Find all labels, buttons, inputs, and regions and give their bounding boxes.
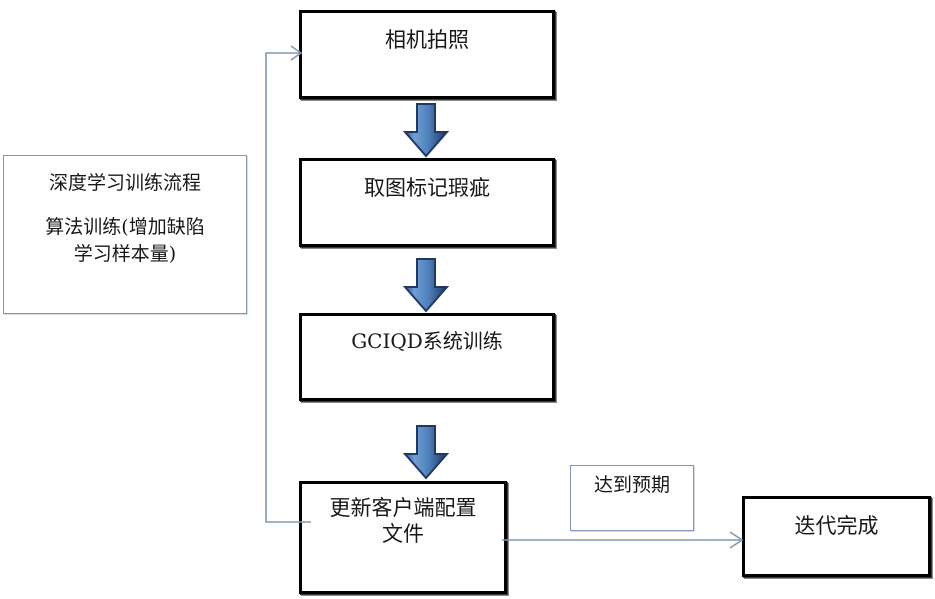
node-mark-defects[interactable]: 取图标记瑕疵 bbox=[299, 158, 555, 247]
down-block-arrow-icon bbox=[402, 425, 450, 480]
node-camera-capture[interactable]: 相机拍照 bbox=[299, 10, 555, 99]
node-training-description-label: 深度学习训练流程算法训练(增加缺陷 学习样本量) bbox=[45, 156, 204, 313]
edge-feedback-loop bbox=[265, 45, 311, 523]
node-iteration-complete-label: 迭代完成 bbox=[794, 514, 879, 538]
training-line-gap bbox=[45, 198, 204, 214]
node-mark-defects-label: 取图标记瑕疵 bbox=[364, 176, 490, 200]
down-block-arrow-icon bbox=[402, 258, 450, 313]
node-gciqd-system-training[interactable]: GCIQD系统训练 bbox=[299, 313, 555, 401]
node-training-description[interactable]: 深度学习训练流程算法训练(增加缺陷 学习样本量) bbox=[3, 155, 247, 314]
node-update-client-config-label: 更新客户端配置 文件 bbox=[329, 496, 477, 547]
training-line-1: 深度学习训练流程 bbox=[48, 172, 201, 194]
node-meets-expectation-label: 达到预期 bbox=[593, 474, 670, 496]
down-block-arrow-icon bbox=[402, 103, 450, 158]
node-update-client-config[interactable]: 更新客户端配置 文件 bbox=[299, 481, 507, 594]
node-meets-expectation[interactable]: 达到预期 bbox=[570, 465, 694, 531]
node-gciqd-system-training-label: GCIQD系统训练 bbox=[351, 329, 503, 353]
training-line-2: 算法训练(增加缺陷 学习样本量) bbox=[45, 215, 205, 266]
node-iteration-complete[interactable]: 迭代完成 bbox=[742, 496, 931, 577]
node-camera-capture-label: 相机拍照 bbox=[385, 28, 469, 52]
